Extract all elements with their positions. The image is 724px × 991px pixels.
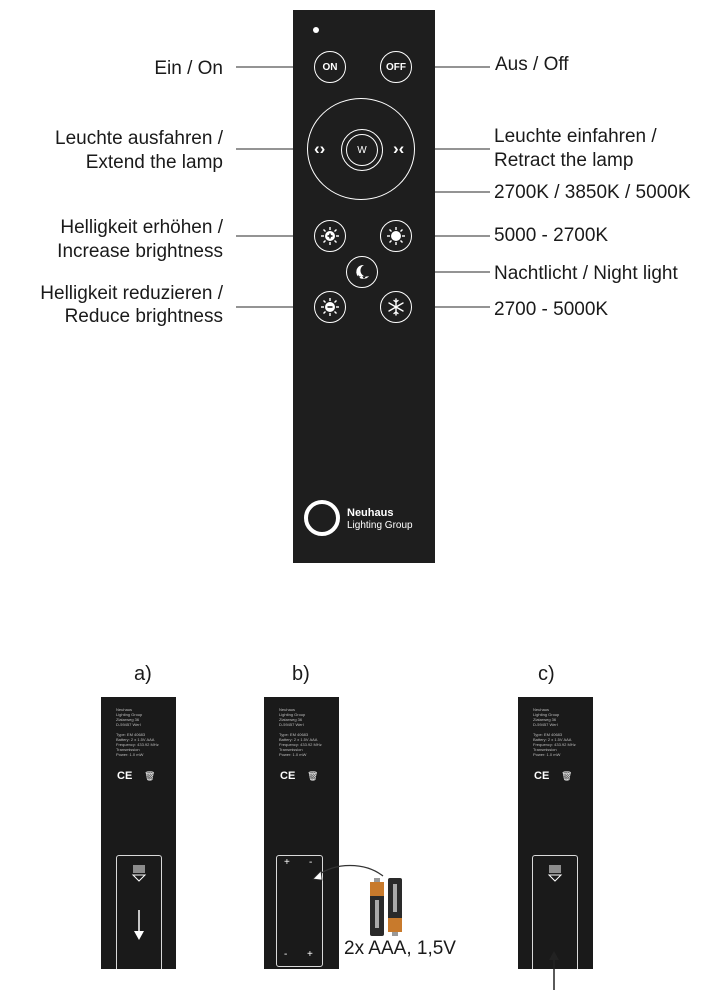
polarity-minus-top: - — [309, 857, 313, 868]
battery-lid[interactable] — [116, 855, 162, 969]
callout-warm: 5000 - 2700K — [494, 225, 609, 246]
callout-extend-en: Extend the lamp — [85, 152, 223, 173]
on-button[interactable]: ON — [314, 51, 346, 83]
lid-arrows — [131, 865, 147, 940]
slide-up-arrow-icon — [549, 951, 559, 990]
weee-bin-icon: 🗑 — [561, 771, 573, 781]
extend-arrows-icon[interactable]: ‹› — [314, 139, 326, 158]
insert-arrow — [312, 865, 384, 881]
callout-bright-down-en: Reduce brightness — [64, 306, 223, 327]
callout-night: Nachtlicht / Night light — [494, 263, 678, 284]
cold-light-button[interactable] — [380, 291, 412, 323]
night-light-button[interactable]: ★★ — [346, 256, 378, 288]
sun-plus-icon — [321, 227, 339, 245]
retract-arrows-icon[interactable]: ›‹ — [393, 139, 405, 158]
ce-mark: CE — [117, 770, 133, 782]
warm-light-button[interactable] — [380, 220, 412, 252]
remote-back-a: Neuhaus Lighting Group Zlatarweg 36 D-59… — [101, 697, 176, 969]
callout-bright-up-en: Increase brightness — [57, 241, 223, 262]
aaa-batteries-icon — [370, 878, 402, 936]
remote-back-c: Neuhaus Lighting Group Zlatarweg 36 D-59… — [518, 697, 593, 969]
step-c-label: c) — [538, 663, 555, 685]
callout-off: Aus / Off — [495, 54, 569, 75]
w-button[interactable]: W — [341, 129, 383, 171]
weee-bin-icon: 🗑 — [307, 771, 319, 781]
step-b-label: b) — [292, 663, 310, 685]
callout-bright-down-de: Helligkeit reduzieren / — [40, 283, 223, 304]
callout-retract-de: Leuchte einfahren / — [494, 126, 657, 147]
direction-ring[interactable] — [307, 98, 415, 200]
brand-subtitle: Lighting Group — [347, 520, 413, 531]
status-led — [313, 27, 319, 33]
off-button[interactable]: OFF — [380, 51, 412, 83]
weee-bin-icon: 🗑 — [144, 771, 156, 781]
polarity-plus-bottom: + — [307, 949, 313, 960]
battery-type-label: 2x AAA, 1,5V — [344, 938, 456, 959]
polarity-plus-top: + — [284, 857, 290, 868]
callout-retract-en: Retract the lamp — [494, 150, 634, 171]
sun-icon — [387, 227, 405, 245]
back-label-a: Neuhaus Lighting Group Zlatarweg 36 D-59… — [116, 707, 159, 757]
brand-name: Neuhaus — [347, 507, 394, 519]
ce-mark: CE — [534, 770, 550, 782]
polarity-minus-bottom: - — [284, 949, 288, 960]
brand-logo-ring — [304, 500, 340, 536]
remote-back-b: Neuhaus Lighting Group Zlatarweg 36 D-59… — [264, 697, 339, 969]
step-a-label: a) — [134, 663, 152, 685]
brightness-up-button[interactable] — [314, 220, 346, 252]
battery-lid[interactable] — [532, 855, 578, 969]
callout-bright-up-de: Helligkeit erhöhen / — [60, 217, 223, 238]
svg-text:★★: ★★ — [356, 274, 367, 281]
callout-color-temps: 2700K / 3850K / 5000K — [494, 182, 691, 203]
remote-front: ON OFF ‹› ›‹ W ★★ — [293, 10, 435, 563]
lid-grip-icon — [547, 865, 563, 882]
callout-extend-de: Leuchte ausfahren / — [55, 128, 223, 149]
slide-down-arrow-icon — [134, 910, 144, 940]
moon-stars-icon: ★★ — [356, 264, 369, 281]
battery-compartment[interactable] — [276, 855, 323, 967]
w-button-label: W — [346, 134, 378, 166]
snowflake-icon — [388, 298, 404, 316]
callout-cold: 2700 - 5000K — [494, 299, 609, 320]
back-label-b: Neuhaus Lighting Group Zlatarweg 36 D-59… — [279, 707, 322, 757]
callout-on: Ein / On — [154, 58, 223, 79]
ce-mark: CE — [280, 770, 296, 782]
brightness-down-button[interactable] — [314, 291, 346, 323]
back-label-c: Neuhaus Lighting Group Zlatarweg 36 D-59… — [533, 707, 576, 757]
sun-minus-icon — [321, 298, 339, 316]
